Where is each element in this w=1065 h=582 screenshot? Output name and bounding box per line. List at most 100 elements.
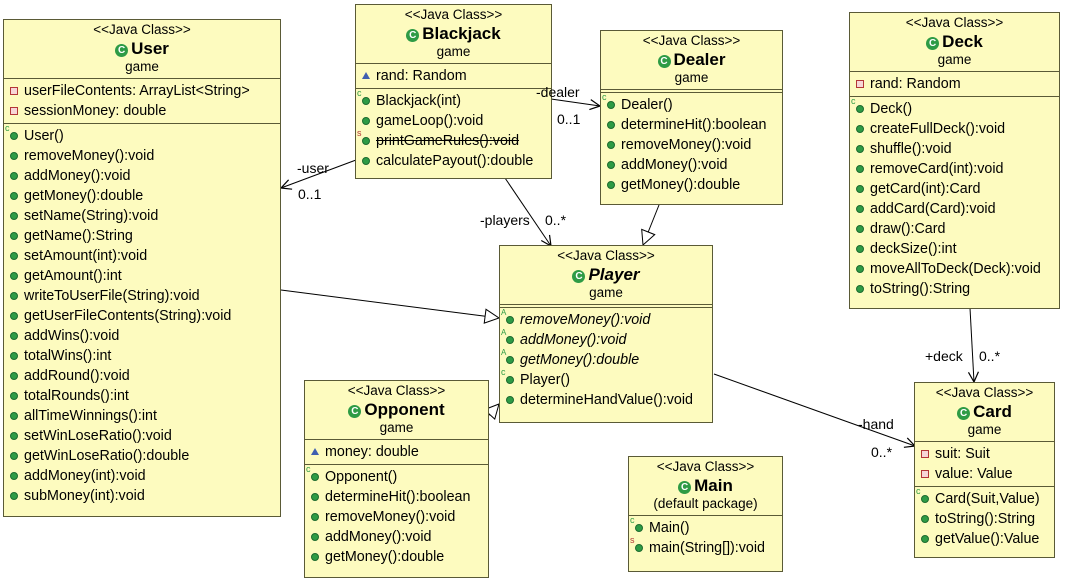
method-row[interactable]: toString():String: [850, 279, 1059, 299]
method-row[interactable]: getCard(int):Card: [850, 179, 1059, 199]
method-row[interactable]: removeMoney():void: [305, 507, 488, 527]
public-visibility-icon: [10, 252, 18, 260]
method-row[interactable]: determineHit():boolean: [305, 487, 488, 507]
class-player[interactable]: <<Java Class>>CPlayergameremoveMoney():v…: [499, 245, 713, 423]
method-row[interactable]: moveAllToDeck(Deck):void: [850, 259, 1059, 279]
field-text: sessionMoney: double: [24, 103, 167, 119]
method-row[interactable]: Opponent(): [305, 465, 488, 487]
method-row[interactable]: addMoney():void: [601, 155, 782, 175]
method-row[interactable]: writeToUserFile(String):void: [4, 286, 280, 306]
method-row[interactable]: deckSize():int: [850, 239, 1059, 259]
method-row[interactable]: setName(String):void: [4, 206, 280, 226]
stereotype-label: <<Java Class>>: [642, 33, 741, 48]
method-row[interactable]: determineHit():boolean: [601, 115, 782, 135]
method-row[interactable]: getMoney():double: [4, 186, 280, 206]
private-visibility-icon: [856, 80, 864, 88]
method-row[interactable]: removeMoney():void: [500, 308, 712, 330]
public-visibility-icon: [311, 513, 319, 521]
method-row[interactable]: setAmount(int):void: [4, 246, 280, 266]
public-visibility-icon: [856, 265, 864, 273]
method-text: main(String[]):void: [649, 540, 766, 556]
method-text: toString():String: [935, 511, 1036, 527]
method-row[interactable]: Blackjack(int): [356, 89, 551, 111]
method-row[interactable]: main(String[]):void: [629, 536, 782, 558]
method-row[interactable]: addMoney():void: [4, 166, 280, 186]
methods-compartment: Opponent()determineHit():boolean removeMo…: [305, 464, 488, 569]
method-row[interactable]: User(): [4, 124, 280, 146]
field-row[interactable]: rand: Random: [850, 74, 1059, 94]
method-row[interactable]: addMoney():void: [305, 527, 488, 547]
public-visibility-icon: [10, 392, 18, 400]
method-row[interactable]: totalWins():int: [4, 346, 280, 366]
method-row[interactable]: determineHandValue():void: [500, 390, 712, 410]
class-dealer[interactable]: <<Java Class>>CDealergameDealer()determi…: [600, 30, 783, 205]
private-visibility-icon: [921, 470, 929, 478]
public-visibility-icon: [630, 536, 643, 552]
method-row[interactable]: getWinLoseRatio():double: [4, 446, 280, 466]
method-text: addRound():void: [24, 368, 130, 384]
public-visibility-icon: [10, 412, 18, 420]
method-row[interactable]: totalRounds():int: [4, 386, 280, 406]
stereotype-label: <<Java Class>>: [93, 22, 191, 37]
field-row[interactable]: userFileContents: ArrayList<String>: [4, 81, 280, 101]
method-text: removeMoney():void: [325, 509, 456, 525]
public-visibility-icon: [602, 93, 615, 109]
method-row[interactable]: removeMoney():void: [601, 135, 782, 155]
method-text: getCard(int):Card: [870, 181, 981, 197]
field-row[interactable]: sessionMoney: double: [4, 101, 280, 121]
method-row[interactable]: getMoney():double: [601, 175, 782, 195]
method-row[interactable]: Player(): [500, 368, 712, 390]
field-row[interactable]: suit: Suit: [915, 444, 1054, 464]
label-deck-multiplicity: 0..*: [979, 348, 1001, 364]
method-row[interactable]: setWinLoseRatio():void: [4, 426, 280, 446]
method-row[interactable]: addMoney(int):void: [4, 466, 280, 486]
method-row[interactable]: calculatePayout():double: [356, 151, 551, 171]
method-text: toString():String: [870, 281, 971, 297]
method-row[interactable]: removeCard(int):void: [850, 159, 1059, 179]
method-text: getMoney():double: [621, 177, 741, 193]
method-text: getUserFileContents(String):void: [24, 308, 232, 324]
method-row[interactable]: Card(Suit,Value): [915, 487, 1054, 509]
method-row[interactable]: removeMoney():void: [4, 146, 280, 166]
public-visibility-icon: [10, 312, 18, 320]
method-row[interactable]: getName():String: [4, 226, 280, 246]
method-row[interactable]: subMoney(int):void: [4, 486, 280, 506]
method-row[interactable]: addCard(Card):void: [850, 199, 1059, 219]
package-label: game: [436, 44, 471, 59]
field-row[interactable]: rand: Random: [356, 66, 551, 86]
method-row[interactable]: shuffle():void: [850, 139, 1059, 159]
field-row[interactable]: money: double: [305, 442, 488, 462]
method-row[interactable]: addWins():void: [4, 326, 280, 346]
method-row[interactable]: allTimeWinnings():int: [4, 406, 280, 426]
stereotype-label: <<Java Class>>: [404, 7, 503, 22]
method-row[interactable]: printGameRules():void: [356, 129, 551, 151]
method-text: getWinLoseRatio():double: [24, 448, 190, 464]
class-icon: C: [657, 55, 671, 68]
method-row[interactable]: addRound():void: [4, 366, 280, 386]
method-row[interactable]: draw():Card: [850, 219, 1059, 239]
method-row[interactable]: getValue():Value: [915, 529, 1054, 549]
method-row[interactable]: addMoney():void: [500, 328, 712, 350]
method-text: removeMoney():void: [621, 137, 752, 153]
method-row[interactable]: getMoney():double: [500, 348, 712, 370]
generalization-dealer-player: [643, 204, 660, 245]
method-row[interactable]: Dealer(): [601, 93, 782, 115]
method-row[interactable]: Main(): [629, 516, 782, 538]
field-row[interactable]: value: Value: [915, 464, 1054, 484]
method-row[interactable]: toString():String: [915, 509, 1054, 529]
method-row[interactable]: getUserFileContents(String):void: [4, 306, 280, 326]
method-row[interactable]: Deck(): [850, 97, 1059, 119]
method-row[interactable]: gameLoop():void: [356, 111, 551, 131]
method-row[interactable]: createFullDeck():void: [850, 119, 1059, 139]
method-row[interactable]: getAmount():int: [4, 266, 280, 286]
method-row[interactable]: getMoney():double: [305, 547, 488, 567]
